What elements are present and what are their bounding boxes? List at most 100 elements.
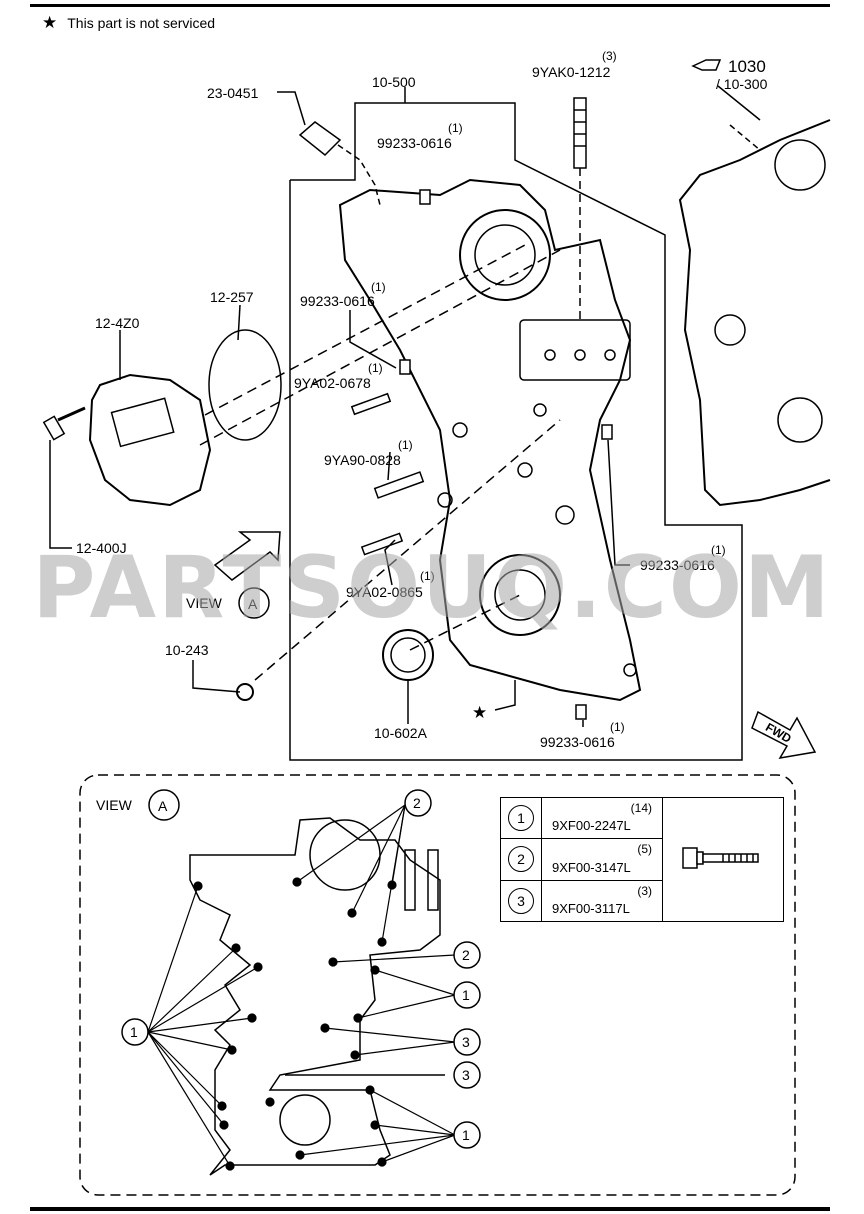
- label-99233-b: 99233-0616: [300, 293, 375, 309]
- label-12-400j: 12-400J: [76, 540, 127, 556]
- pump-window: [110, 397, 175, 448]
- view-a-letter: A: [248, 596, 258, 612]
- bottom-rule: [30, 1207, 830, 1211]
- boss-hole-2: [574, 349, 586, 361]
- lower-seal-ring: [479, 554, 561, 636]
- label-99233-d: 99233-0616: [540, 734, 615, 750]
- not-serviced-text: This part is not serviced: [67, 14, 216, 31]
- bolt-icon: [682, 847, 759, 869]
- label-12-257: 12-257: [210, 289, 254, 305]
- dowel-d: [575, 704, 587, 720]
- bolt-markers: [147, 804, 456, 1171]
- legend-code-3: 9XF00-3117L: [552, 901, 630, 916]
- cover-hole-3: [555, 505, 575, 525]
- boss-hole-3: [604, 349, 616, 361]
- callout-1-left: 1: [130, 1024, 138, 1040]
- legend-code-1: 9XF00-2247L: [552, 818, 631, 834]
- label-12-4z0: 12-4Z0: [95, 315, 140, 331]
- engine-block: [678, 119, 831, 507]
- legend-num-3: 3: [508, 887, 534, 914]
- block-bore-1: [714, 314, 746, 346]
- legend-num-2: 2: [508, 846, 534, 873]
- block-bore-2: [777, 397, 823, 443]
- view-a-panel-circle: [148, 789, 180, 821]
- ref-sub: / 10-300: [716, 76, 768, 92]
- legend-row-1: 1 (14) 9XF00-2247L: [500, 796, 784, 922]
- view-a-arrow: [213, 531, 281, 581]
- label-9ya90-0828: 9YA90-0828: [324, 452, 401, 468]
- callout-1-mid: 1: [462, 987, 470, 1003]
- top-rule: [30, 4, 830, 7]
- label-99233-a: 99233-0616: [377, 135, 452, 151]
- bolt-illustration: [662, 797, 784, 922]
- callout-2-top: 2: [413, 795, 421, 811]
- qty-9ya02-0865: (1): [420, 569, 435, 583]
- dowel-b: [399, 359, 411, 375]
- legend-qty-1: (14): [630, 801, 652, 815]
- bolt-legend-table: 1 (14) 9XF00-2247L 2 (5) 9XF00-3147L 3 (3)…: [500, 796, 784, 923]
- callout-1-low: 1: [462, 1127, 470, 1143]
- not-serviced-note: ★ This part is not serviced: [42, 14, 215, 31]
- legend-num-1: 1: [508, 805, 534, 832]
- vacuum-pump: [88, 373, 212, 507]
- label-9ya02-0678: 9YA02-0678: [294, 375, 371, 391]
- label-10-500: 10-500: [372, 74, 416, 90]
- dowel-a: [419, 189, 431, 205]
- legend-row-2: 2 (5) 9XF00-3147L: [500, 838, 784, 881]
- legend-qty-2: (5): [637, 842, 652, 857]
- qty-9yak0: (3): [602, 49, 617, 63]
- cover-hole-6: [623, 663, 637, 677]
- star-icon: ★: [42, 13, 58, 32]
- upper-seal-ring: [459, 209, 551, 301]
- label-9ya02-0865: 9YA02-0865: [346, 584, 423, 600]
- view-a-circle: [238, 587, 270, 619]
- callout-circles: 1 2 2 1 3 3 1: [121, 789, 481, 1149]
- qty-99233-c: (1): [711, 543, 726, 557]
- label-10-602a: 10-602A: [374, 725, 428, 741]
- mount-boss: [519, 319, 631, 381]
- cover-frame: [289, 102, 743, 761]
- legend-row-3: 3 (3) 9XF00-3117L: [500, 879, 784, 923]
- star-marker: ★: [472, 703, 487, 722]
- view-a-panel: [79, 774, 796, 1196]
- view-a-label: VIEW: [186, 595, 223, 611]
- pointing-hand-icon: [691, 59, 722, 71]
- upper-seal-inner: [474, 224, 536, 286]
- view-a-panel-letter: A: [158, 798, 168, 814]
- callout-3-mid: 3: [462, 1034, 470, 1050]
- cover-hole-4: [437, 492, 453, 508]
- fwd-arrow: FWD: [751, 710, 817, 760]
- qty-99233-d: (1): [610, 720, 625, 734]
- callout-2-mid: 2: [462, 947, 470, 963]
- block-bore-3: [774, 139, 826, 191]
- bolt-12-400j: [42, 415, 66, 441]
- boss-hole-1: [544, 349, 556, 361]
- dowel-c: [601, 424, 613, 440]
- qty-9ya90: (1): [398, 438, 413, 452]
- gasket-12-257: [208, 329, 282, 441]
- view-a-panel-label: VIEW: [96, 797, 133, 813]
- cover-hole-1: [452, 422, 468, 438]
- qty-99233-a: (1): [448, 121, 463, 135]
- lower-seal-inner: [494, 569, 546, 621]
- ref-fig: 1030: [728, 57, 766, 76]
- sensor-23-0451: [298, 121, 342, 157]
- view-a-outline: [189, 817, 441, 1176]
- bolt-9ya02-0865: [360, 532, 404, 556]
- label-99233-c: 99233-0616: [640, 557, 715, 573]
- qty-99233-b: (1): [371, 280, 386, 294]
- pin-9ya90: [373, 471, 425, 499]
- stud-bolt: [573, 97, 587, 169]
- bolt-9ya02-0678: [350, 392, 392, 416]
- timing-cover-shape: [338, 178, 642, 702]
- callout-3-low: 3: [462, 1067, 470, 1083]
- qty-9ya02-0678: (1): [368, 361, 383, 375]
- cover-hole-5: [533, 403, 547, 417]
- legend-code-2: 9XF00-3147L: [552, 859, 631, 875]
- legend-qty-3: (3): [637, 883, 652, 898]
- label-23-0451: 23-0451: [207, 85, 259, 101]
- label-10-243: 10-243: [165, 642, 209, 658]
- cover-hole-2: [517, 462, 533, 478]
- label-9yak0-1212: 9YAK0-1212: [532, 64, 611, 80]
